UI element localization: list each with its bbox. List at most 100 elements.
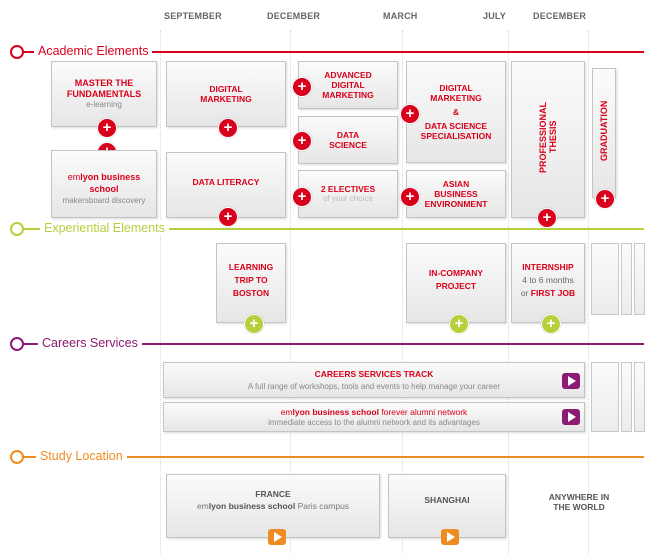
emlyon-name: lyon business school bbox=[80, 171, 141, 194]
in-company-title: IN-COMPANY PROJECT bbox=[428, 268, 484, 291]
section-title-location: Study Location bbox=[36, 449, 127, 463]
alumni-sub: immediate access to the alumni network a… bbox=[268, 417, 480, 427]
month-march: MARCH bbox=[383, 11, 418, 21]
plus-icon[interactable]: + bbox=[244, 314, 264, 334]
box-digital-marketing[interactable]: DIGITAL MARKETING bbox=[166, 61, 286, 127]
experiential-circle-icon bbox=[10, 222, 24, 236]
play-icon[interactable] bbox=[441, 529, 459, 545]
alumni-name: lyon business school bbox=[292, 406, 379, 417]
ghost-box bbox=[621, 243, 632, 315]
electives-title: 2 ELECTIVES bbox=[320, 184, 376, 194]
france-title: FRANCE bbox=[255, 489, 291, 499]
box-careers-track[interactable]: CAREERS SERVICES TRACK A full range of w… bbox=[163, 362, 585, 398]
box-internship[interactable]: INTERNSHIP 4 to 6 months or FIRST JOB bbox=[511, 243, 585, 323]
box-graduation[interactable]: GRADUATION bbox=[592, 68, 616, 198]
grid-line bbox=[508, 30, 509, 554]
data-science-title: DATA SCIENCE bbox=[329, 130, 367, 150]
play-icon[interactable] bbox=[562, 373, 580, 389]
dm-ds-title-b: DATA SCIENCE SPECIALISATION bbox=[420, 121, 492, 141]
experiential-line bbox=[12, 228, 644, 230]
box-emlyon-makersboard[interactable]: emlyon business school makersboard disco… bbox=[51, 150, 157, 218]
location-circle-icon bbox=[10, 450, 24, 464]
france-sub: emlyon business school Paris campus bbox=[197, 501, 349, 511]
master-title: MASTER THE FUNDAMENTALS bbox=[66, 78, 142, 99]
ghost-box bbox=[591, 243, 619, 315]
plus-icon[interactable]: + bbox=[595, 189, 615, 209]
location-line bbox=[12, 456, 644, 458]
plus-icon[interactable]: + bbox=[218, 118, 238, 138]
box-in-company-project[interactable]: IN-COMPANY PROJECT bbox=[406, 243, 506, 323]
plus-icon[interactable]: + bbox=[541, 314, 561, 334]
france-campus: Paris campus bbox=[297, 501, 350, 511]
box-alumni-network[interactable]: emlyon business school forever alumni ne… bbox=[163, 402, 585, 432]
plus-icon[interactable]: + bbox=[537, 208, 557, 228]
plus-icon[interactable]: + bbox=[292, 187, 312, 207]
alumni-forever: forever alumni network bbox=[381, 406, 468, 417]
grid-line bbox=[290, 30, 291, 554]
box-professional-thesis[interactable]: PROFESSIONAL THESIS bbox=[511, 61, 585, 218]
france-school: lyon business school bbox=[208, 501, 296, 511]
alumni-em: em bbox=[280, 406, 293, 417]
box-dm-ds-specialisation[interactable]: DIGITAL MARKETING & DATA SCIENCE SPECIAL… bbox=[406, 61, 506, 163]
play-icon[interactable] bbox=[562, 409, 580, 425]
learning-trip-title: LEARNING TRIP TO BOSTON bbox=[228, 261, 274, 298]
asian-env-title: ASIAN BUSINESS ENVIRONMENT bbox=[424, 179, 488, 209]
plus-icon[interactable]: + bbox=[292, 77, 312, 97]
plus-icon[interactable]: + bbox=[97, 118, 117, 138]
plus-icon[interactable]: + bbox=[400, 187, 420, 207]
emlyon-em: em bbox=[67, 171, 81, 182]
box-advanced-digital-marketing[interactable]: ADVANCED DIGITAL MARKETING bbox=[298, 61, 398, 109]
box-master-fundamentals[interactable]: MASTER THE FUNDAMENTALS e-learning bbox=[51, 61, 157, 127]
month-july: JULY bbox=[483, 11, 506, 21]
internship-title: INTERNSHIP bbox=[522, 262, 574, 272]
grid-line bbox=[588, 30, 589, 554]
emlyon-title: emlyon business school bbox=[52, 171, 156, 195]
box-learning-trip[interactable]: LEARNING TRIP TO BOSTON bbox=[216, 243, 286, 323]
plus-icon[interactable]: + bbox=[292, 131, 312, 151]
ghost-box bbox=[591, 362, 619, 432]
first-job: FIRST JOB bbox=[530, 288, 576, 298]
advanced-dm-title: ADVANCED DIGITAL MARKETING bbox=[322, 70, 374, 100]
master-sub: e-learning bbox=[86, 100, 122, 109]
section-title-careers: Careers Services bbox=[38, 336, 142, 350]
graduation-title: GRADUATION bbox=[599, 100, 609, 162]
plus-icon[interactable]: + bbox=[218, 207, 238, 227]
anywhere-text-wrap: ANYWHERE IN THE WORLD bbox=[536, 492, 622, 512]
ghost-box bbox=[634, 362, 645, 432]
month-september: SEPTEMBER bbox=[164, 11, 222, 21]
ghost-box bbox=[634, 243, 645, 315]
box-data-science[interactable]: DATA SCIENCE bbox=[298, 116, 398, 164]
data-literacy-title: DATA LITERACY bbox=[192, 177, 260, 187]
section-title-experiential: Experiential Elements bbox=[40, 221, 169, 235]
plus-icon[interactable]: + bbox=[449, 314, 469, 334]
internship-or-first-job: or FIRST JOB bbox=[521, 288, 575, 298]
box-france[interactable]: FRANCE emlyon business school Paris camp… bbox=[166, 474, 380, 538]
shanghai-title: SHANGHAI bbox=[424, 495, 470, 505]
grid-line bbox=[160, 30, 161, 554]
academic-circle-icon bbox=[10, 45, 24, 59]
grid-line bbox=[402, 30, 403, 554]
month-december-1: DECEMBER bbox=[267, 11, 321, 21]
section-title-academic: Academic Elements bbox=[34, 44, 153, 58]
anywhere-title: ANYWHERE IN THE WORLD bbox=[548, 492, 610, 512]
ghost-box bbox=[621, 362, 632, 432]
electives-sub: of your choice bbox=[323, 194, 373, 203]
plus-icon[interactable]: + bbox=[400, 104, 420, 124]
france-em: em bbox=[196, 501, 209, 511]
internship-or: or bbox=[520, 288, 529, 298]
emlyon-sub: makersboard discovery bbox=[62, 195, 146, 205]
play-icon[interactable] bbox=[268, 529, 286, 545]
box-electives[interactable]: 2 ELECTIVES of your choice bbox=[298, 170, 398, 218]
careers-track-sub: A full range of workshops, tools and eve… bbox=[247, 381, 501, 391]
careers-circle-icon bbox=[10, 337, 24, 351]
internship-months: 4 to 6 months bbox=[522, 275, 574, 285]
thesis-title: PROFESSIONAL THESIS bbox=[538, 101, 558, 173]
dm-ds-amp: & bbox=[452, 107, 460, 117]
careers-line bbox=[12, 343, 644, 345]
month-december-2: DECEMBER bbox=[533, 11, 587, 21]
dm-ds-title-a: DIGITAL MARKETING bbox=[430, 83, 482, 103]
careers-track-title: CAREERS SERVICES TRACK bbox=[314, 368, 434, 379]
box-asian-business-environment[interactable]: ASIAN BUSINESS ENVIRONMENT bbox=[406, 170, 506, 218]
alumni-title: emlyon business school forever alumni ne… bbox=[281, 407, 468, 417]
academic-line bbox=[12, 51, 644, 53]
